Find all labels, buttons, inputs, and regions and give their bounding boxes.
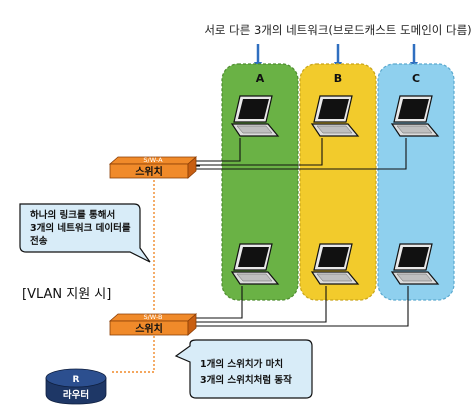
callout-switch-bubble [174, 339, 313, 399]
router-label: 라우터 [63, 389, 89, 401]
vlan-caption: [VLAN 지원 시] [22, 287, 111, 302]
switch-a: S/W-A 스위치 [108, 156, 198, 179]
zone-c-panel [377, 63, 455, 301]
dotted-links [110, 176, 155, 373]
callout-link: 하나의 링크를 통해서 3개의 네트워크 데이터를 전송 [19, 203, 151, 263]
zone-a-panel [221, 63, 299, 301]
switch-a-trunk-cables [196, 138, 407, 170]
callout-link-line-2: 3개의 네트워크 데이터를 [30, 222, 131, 234]
switch-a-side [187, 156, 197, 179]
zone-arrows [254, 44, 418, 70]
router-link-dotted [110, 332, 155, 373]
router: R 라우터 [45, 368, 107, 405]
callout-link-line-3: 전송 [30, 235, 48, 247]
switch-b-tag: S/W-B [143, 313, 162, 321]
zone-b-label: B [334, 72, 342, 85]
switch-b: S/W-B 스위치 [108, 313, 198, 336]
zone-b-panel [299, 63, 377, 301]
callout-switch-line-2: 3개의 스위치처럼 동작 [200, 374, 292, 386]
callout-switch-line-1: 1개의 스위치가 마치 [200, 358, 283, 370]
router-top [45, 368, 107, 388]
switch-a-label: 스위치 [135, 165, 163, 178]
callout-switch: 1개의 스위치가 마치 3개의 스위치처럼 동작 [174, 339, 313, 399]
switch-b-trunk-cables [196, 286, 409, 327]
callout-link-bubble [19, 203, 151, 263]
zone-a-label: A [256, 72, 265, 85]
zone-c-label: C [412, 72, 420, 85]
switch-a-tag: S/W-A [143, 156, 163, 164]
switch-b-side [187, 313, 197, 336]
router-tag: R [73, 375, 80, 385]
switch-b-label: 스위치 [135, 322, 163, 335]
header-caption: 서로 다른 3개의 네트워크(브로드캐스트 도메인이 다름) [204, 23, 471, 37]
callout-link-line-1: 하나의 링크를 통해서 [30, 209, 115, 221]
